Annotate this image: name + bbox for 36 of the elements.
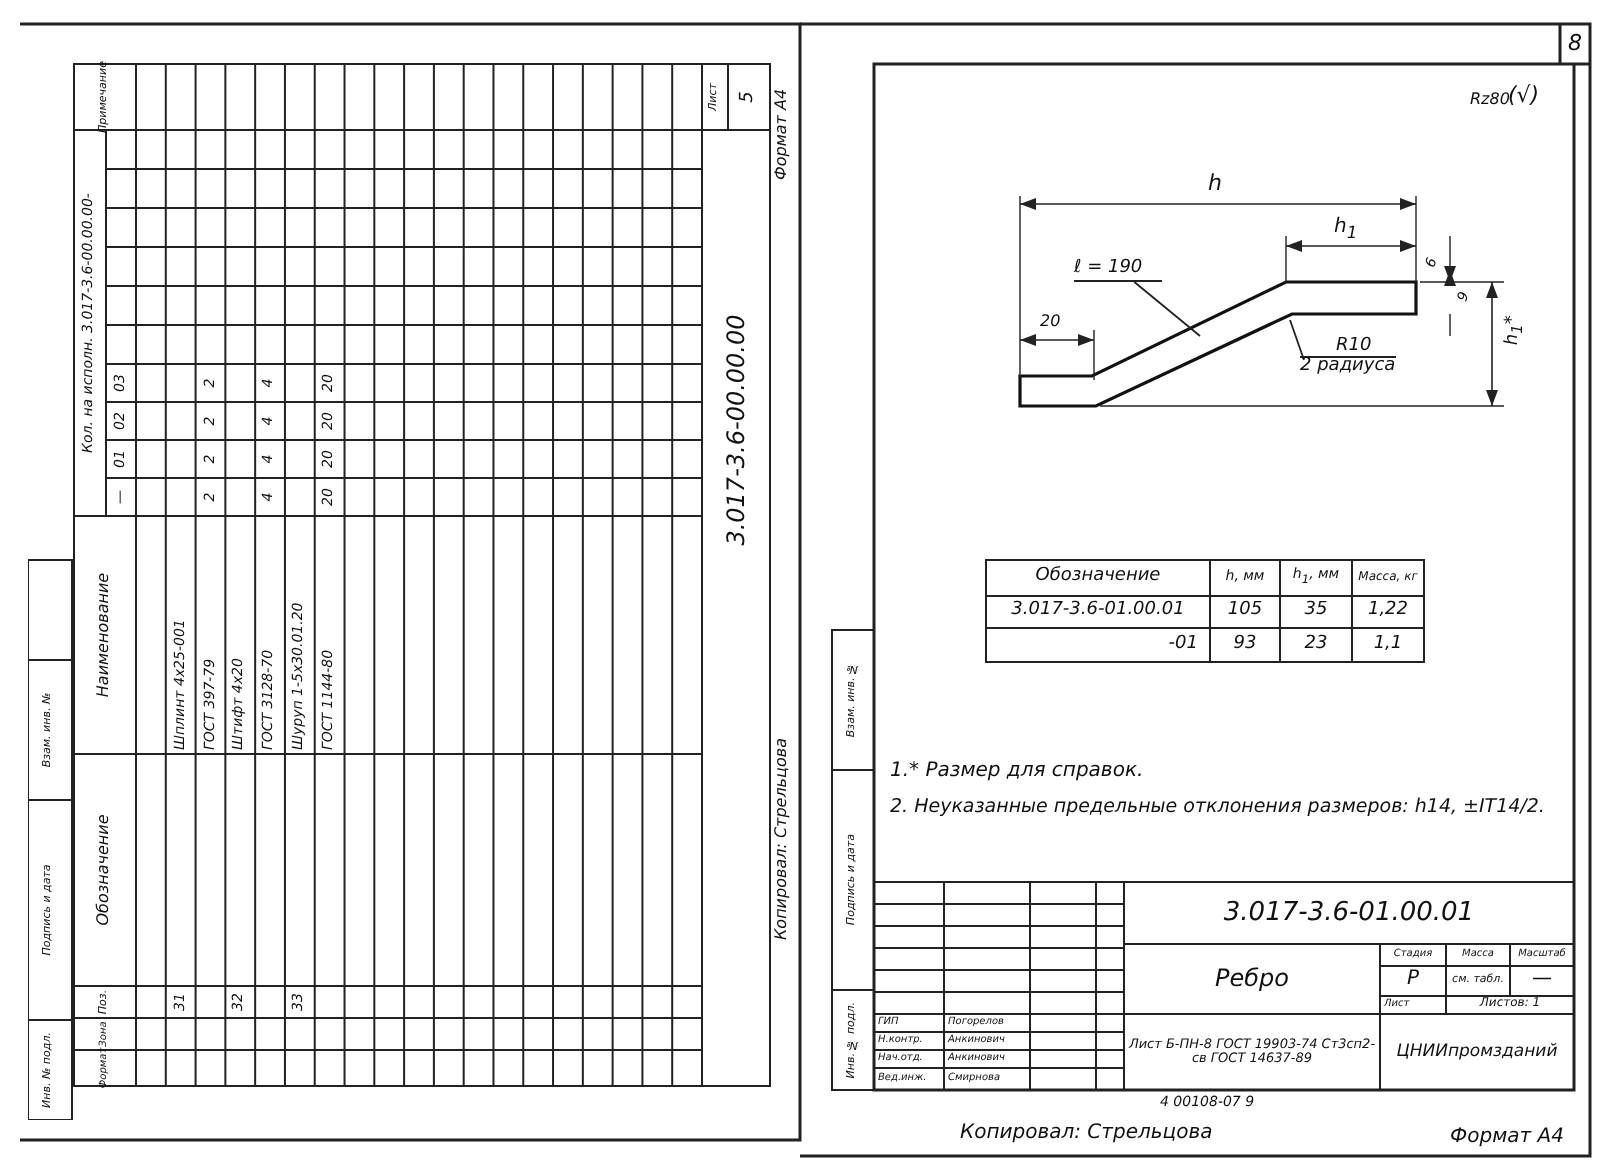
dimension-value: 20	[1040, 314, 1061, 330]
roughness-symbol: (√)	[1508, 84, 1540, 106]
stamp-value: —	[1532, 970, 1552, 992]
leader-line	[1133, 281, 1201, 337]
table-value: 23	[1304, 635, 1328, 655]
column-header: Обозначение	[1035, 568, 1161, 588]
note-text: 2. Неуказанные предельные отклонения размеров: h14, ±IT14/2.	[890, 798, 1545, 817]
designation-value: 3.017-3.6-01.00.01	[1011, 602, 1185, 622]
table-value: 93	[1233, 635, 1257, 655]
table-value: 35	[1304, 602, 1328, 622]
format-note: Формат А4	[774, 88, 790, 180]
stamp-value: Р	[1406, 970, 1420, 992]
copyist-note: Копировал: Стрельцова	[960, 1124, 1213, 1144]
table-value: 105	[1227, 602, 1263, 622]
table-value: 1,22	[1367, 602, 1409, 622]
radius-note: 2 радиуса	[1300, 358, 1396, 376]
format-note: Формат А4	[1450, 1128, 1564, 1148]
sheet-number: 5	[739, 91, 759, 103]
leader-text: ℓ = 190	[1074, 260, 1163, 282]
bent-plate-drawing	[1018, 280, 1418, 408]
drawing-number: 3.017-3.6-00.00.00	[723, 314, 749, 546]
designation-value: -01	[1168, 635, 1198, 655]
roughness-value: Rz80	[1470, 92, 1510, 108]
copyist-note: Копировал: Стрельцова	[774, 738, 790, 940]
radius-value: R10	[1300, 338, 1396, 358]
table-value: 1,1	[1373, 635, 1403, 655]
column-header: Наименование	[96, 572, 114, 698]
leader-line	[1289, 319, 1305, 361]
note-text: 1.* Размер для справок.	[890, 762, 1144, 782]
page-number: 8	[1568, 32, 1582, 56]
dimension-value: h	[1208, 172, 1222, 194]
part-title: Ребро	[1215, 966, 1289, 992]
organization-name: ЦНИИпромзданий	[1396, 1043, 1558, 1061]
drawing-number: 3.017-3.6-01.00.01	[1223, 899, 1475, 927]
column-header: Обозначение	[96, 814, 114, 926]
dimension-value: h$_{1}$	[1334, 218, 1358, 241]
